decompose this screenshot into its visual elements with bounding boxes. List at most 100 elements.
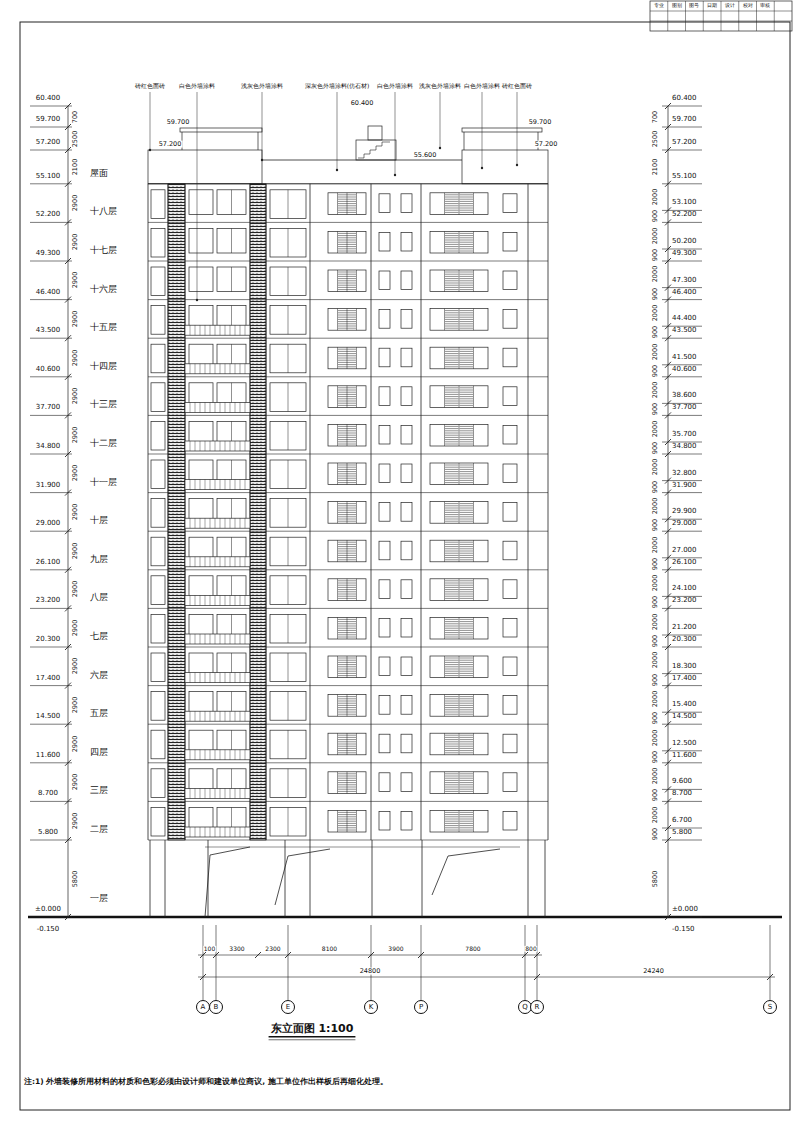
window-mullion (444, 695, 445, 717)
window (503, 271, 517, 290)
dimension-tick (65, 683, 71, 689)
louver-line (445, 735, 459, 736)
dimension-tick (534, 952, 540, 958)
louver-line (460, 392, 474, 393)
balcony-railing (185, 402, 250, 412)
dimension-tick (665, 362, 671, 368)
louver-line (460, 580, 474, 581)
window-mullion (473, 502, 474, 524)
louver-line (445, 351, 459, 352)
dimension-tick (665, 683, 671, 689)
louver-line (460, 784, 474, 785)
window (328, 579, 366, 601)
railing-bar (190, 673, 191, 683)
window (270, 653, 306, 682)
dimension-text: 900 (652, 403, 659, 415)
window (328, 502, 366, 524)
floor-line (148, 415, 548, 416)
window-mullion (356, 810, 357, 832)
louver-line (445, 203, 459, 204)
railing-bar (205, 634, 206, 644)
dimension-tick (665, 528, 671, 534)
elevation-value: 59.700 (672, 116, 697, 123)
axis-bubble: K (364, 1000, 378, 1014)
balcony-railing (185, 325, 250, 335)
louver-line (338, 585, 356, 586)
railing-bar (245, 325, 246, 335)
dimension-text: 2900 (72, 774, 79, 791)
dimension-text: 2000 (652, 305, 659, 322)
dimension-tick (65, 837, 71, 843)
window-mullion (337, 617, 338, 639)
louver-line (338, 789, 356, 790)
louver-line (338, 237, 356, 238)
elevation-value: 26.100 (36, 559, 61, 566)
louver-line (338, 392, 356, 393)
axis-line (288, 925, 289, 1000)
louver-line (445, 398, 459, 399)
louver-line (445, 773, 459, 774)
dimension-text: 2500 (652, 130, 659, 147)
window-mullion (459, 810, 460, 832)
railing-bar (215, 441, 216, 451)
railing-bar (215, 827, 216, 837)
window-mullion (473, 270, 474, 292)
louver-line (338, 317, 356, 318)
louver-line (445, 326, 459, 327)
railing-bar (190, 518, 191, 528)
louver-line (445, 349, 459, 350)
pergola-post (258, 132, 259, 150)
dimension-text: 5800 (72, 870, 79, 887)
leader-line (482, 92, 483, 168)
dimension-tick (65, 297, 71, 303)
column-line (165, 840, 166, 917)
window-mullion (459, 733, 460, 755)
window-mullion (459, 617, 460, 639)
louver-line (445, 630, 459, 631)
dimension-text: 2900 (72, 812, 79, 829)
louver-line (460, 776, 474, 777)
axis-letter: P (419, 1004, 423, 1011)
dimension-tick (418, 952, 424, 958)
louver-line (338, 251, 356, 252)
louver-line (460, 583, 474, 584)
railing-bar (245, 673, 246, 683)
louver-line (460, 396, 474, 397)
dimension-tick (665, 593, 671, 599)
louver-line (338, 580, 356, 581)
window-mullion (459, 270, 460, 292)
railing-bar (205, 480, 206, 490)
window (401, 773, 412, 792)
window (430, 656, 488, 678)
dimension-tick (665, 786, 671, 792)
window-mullion (459, 193, 460, 215)
louver-line (445, 748, 459, 749)
louver-line (338, 634, 356, 635)
railing-bar (230, 673, 231, 683)
louver-line (338, 780, 356, 781)
louver-line (338, 739, 356, 740)
window-mullion (337, 231, 338, 253)
window (401, 657, 412, 676)
louver-line (445, 776, 459, 777)
railing-bar (205, 673, 206, 683)
window (379, 734, 390, 753)
level-tick (30, 127, 72, 128)
window (270, 769, 306, 798)
louver-line (445, 782, 459, 783)
level-tick (30, 801, 72, 802)
railing-bar (240, 441, 241, 451)
window (151, 267, 165, 296)
louver-line (338, 210, 356, 211)
drawing-note: 注:1) 外墙装修所用材料的材质和色彩必须由设计师和建设单位商议, 施工单位作出… (24, 1078, 388, 1086)
window-mullion (473, 810, 474, 832)
railing-bar (230, 518, 231, 528)
window (430, 810, 488, 832)
louver-line (338, 823, 356, 824)
louver-line (460, 703, 474, 704)
window (328, 424, 366, 446)
louver-line (445, 278, 459, 279)
dimension-text: 2900 (72, 697, 79, 714)
louver-line (445, 816, 459, 817)
window (401, 271, 412, 290)
